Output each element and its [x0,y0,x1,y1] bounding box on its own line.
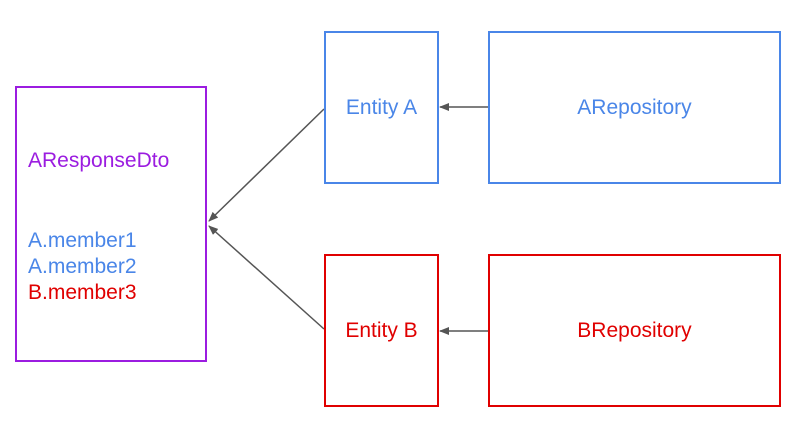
entity-b-box: Entity B [324,254,439,407]
a-response-dto-box: AResponseDto A.member1 A.member2 B.membe… [15,86,207,362]
repository-b-box: BRepository [488,254,781,407]
entity-a-box: Entity A [324,31,439,184]
repository-a-box: ARepository [488,31,781,184]
repository-b-label: BRepository [577,318,692,342]
entity-b-label: Entity B [345,318,418,342]
dto-member-b-member3: B.member3 [28,281,137,304]
dto-title: AResponseDto [28,149,170,172]
arrow-entity-a-to-dto [208,108,325,222]
arrow-entity-b-to-dto [208,225,325,330]
dto-member-a-member1: A.member1 [28,229,137,252]
repository-a-label: ARepository [577,95,692,119]
entity-a-label: Entity A [345,95,418,119]
dto-members-list: A.member1 A.member2 B.member3 [28,228,137,306]
dto-member-a-member2: A.member2 [28,255,137,278]
